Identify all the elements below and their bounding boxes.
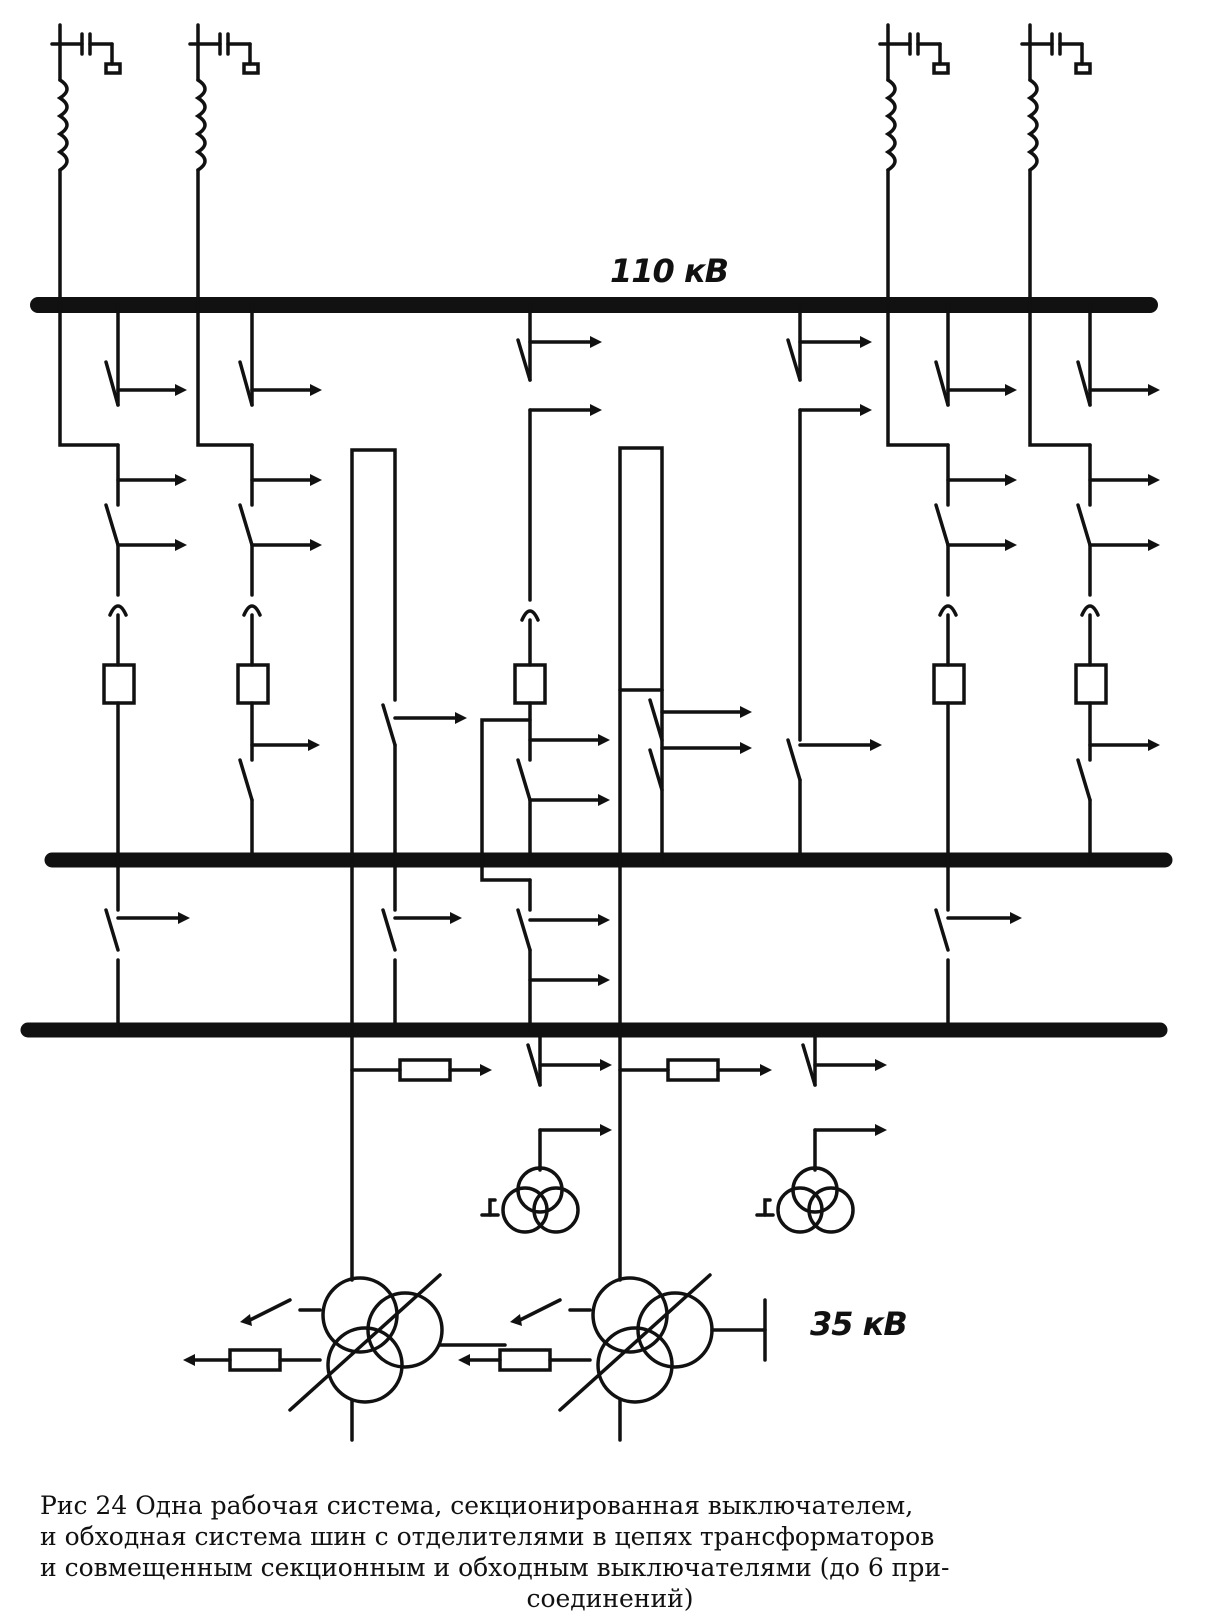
transformer-lead-2: [618, 446, 664, 1282]
line-feeder-3: [878, 23, 950, 307]
figure-caption: Рис 24 Одна рабочая система, секциониров…: [40, 1490, 1180, 1614]
transformer-lead-1: [350, 448, 397, 1282]
section-bypass-breaker: [480, 303, 600, 1032]
feeder-cell-6: [1074, 303, 1150, 862]
feeder-cell-5: [932, 303, 1012, 1032]
caption-line-4: соединений): [526, 1584, 694, 1613]
aux-transformer-2: [755, 1028, 877, 1234]
bus-110kv-label: 110 кВ: [610, 252, 729, 290]
bus-35kv-label: 35 кВ: [810, 1305, 908, 1343]
caption-line-1: Рис 24 Одна рабочая система, секциониров…: [40, 1491, 914, 1520]
caption-line-2: и обходная система шин с отделителями в …: [40, 1522, 935, 1551]
line-feeder-4: [1020, 23, 1092, 307]
single-line-diagram: [20, 23, 1173, 1442]
section-right: [786, 303, 872, 862]
line-feeder-2: [188, 23, 260, 307]
line-feeder-1: [50, 23, 122, 307]
aux-transformer-1: [480, 1028, 602, 1234]
main-transformer-1: [193, 1273, 507, 1442]
main-transformer-2: [468, 1273, 767, 1442]
feeder-cell-1: [102, 303, 180, 1032]
caption-line-3: и совмещенным секционным и обходным выкл…: [40, 1553, 950, 1582]
feeder-cell-2: [236, 303, 312, 862]
